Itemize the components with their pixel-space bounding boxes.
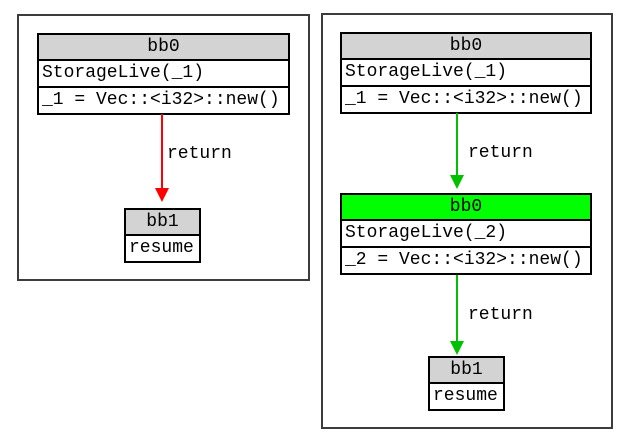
cfg-panel-left: bb0 StorageLive(_1) _1 = Vec::<i32>::new… [17, 14, 310, 281]
arrowhead-icon [450, 175, 464, 189]
node-bb0: bb0 StorageLive(_1) _1 = Vec::<i32>::new… [340, 32, 592, 114]
terminator-row: resume [126, 236, 199, 261]
arrowhead-icon [155, 188, 169, 202]
node-bb1: bb1 resume [124, 208, 201, 263]
basic-block-header: bb0 [39, 35, 288, 61]
statement-row: StorageLive(_2) [342, 221, 590, 248]
edge-return: return [450, 113, 540, 189]
node-bb0: bb0 StorageLive(_1) _1 = Vec::<i32>::new… [37, 33, 290, 115]
basic-block-header: bb1 [126, 210, 199, 236]
basic-block-header: bb1 [430, 358, 503, 384]
node-bb1: bb1 resume [428, 356, 505, 411]
statement-row: StorageLive(_1) [39, 61, 288, 88]
edge-label: return [468, 305, 533, 325]
edge-line [456, 275, 458, 345]
edge-label: return [468, 143, 533, 163]
statement-row: _1 = Vec::<i32>::new() [39, 88, 288, 113]
statement-row: _1 = Vec::<i32>::new() [342, 87, 590, 112]
cfg-panel-right: bb0 StorageLive(_1) _1 = Vec::<i32>::new… [321, 13, 613, 429]
edge-return: return [155, 114, 245, 202]
edge-line [456, 113, 458, 179]
arrowhead-icon [450, 341, 464, 355]
basic-block-header: bb0 [342, 34, 590, 60]
basic-block-header: bb0 [342, 195, 590, 221]
statement-row: _2 = Vec::<i32>::new() [342, 248, 590, 273]
statement-row: StorageLive(_1) [342, 60, 590, 87]
node-bb0-highlighted: bb0 StorageLive(_2) _2 = Vec::<i32>::new… [340, 193, 592, 275]
terminator-row: resume [430, 384, 503, 409]
edge-return: return [450, 275, 540, 355]
edge-line [161, 114, 163, 192]
edge-label: return [167, 144, 232, 164]
